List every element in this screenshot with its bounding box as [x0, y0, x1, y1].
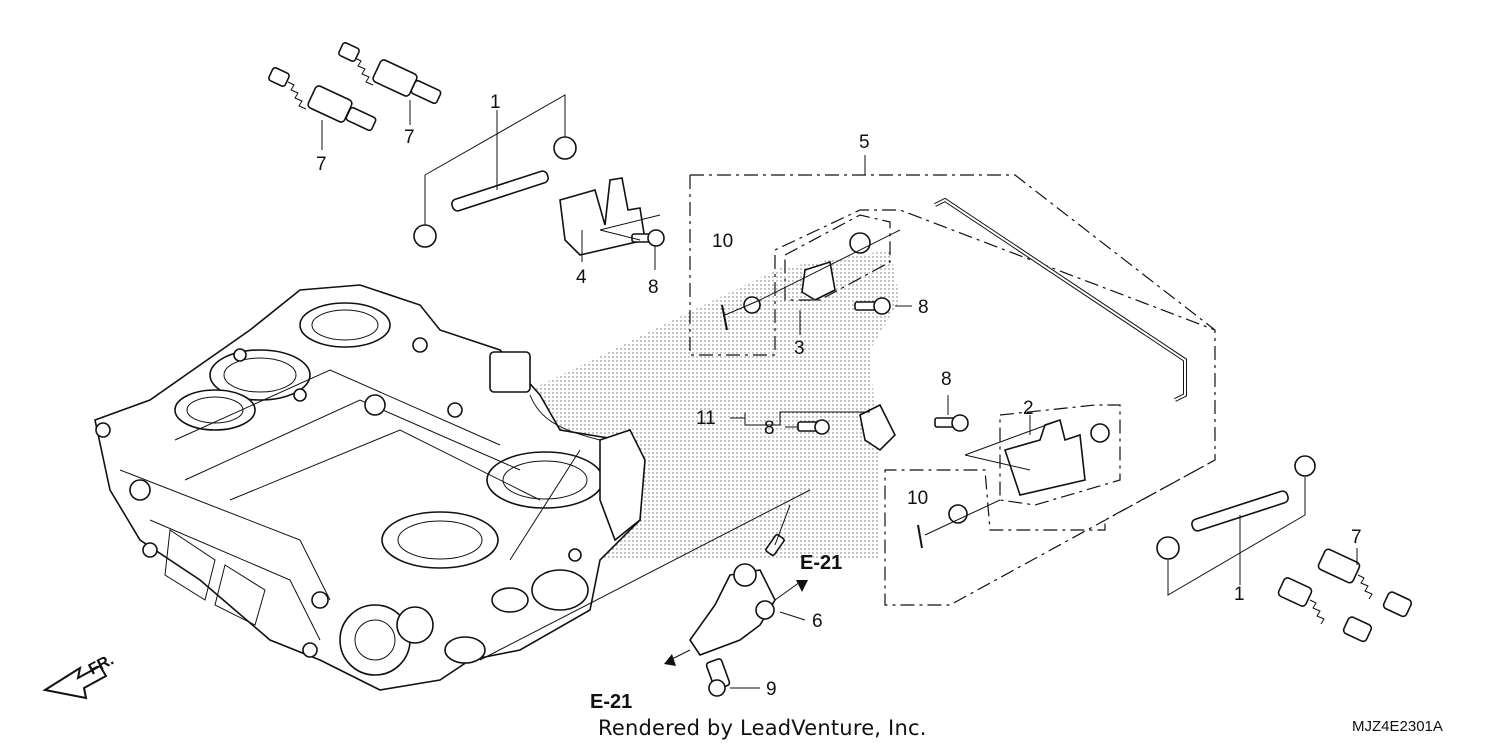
injector-6 — [689, 504, 791, 656]
front-arrow-icon — [42, 664, 108, 700]
clip-10-upper — [721, 304, 728, 331]
callout-2: 2 — [1023, 398, 1034, 419]
bolt-8-mid — [854, 297, 891, 315]
diagram-code: MJZ4E2301A — [1352, 718, 1443, 735]
callout-9: 9 — [766, 679, 777, 700]
lever-2 — [1003, 418, 1110, 496]
lever-11 — [859, 403, 896, 452]
callout-8-lever3: 8 — [918, 297, 929, 318]
bolt-8-left — [797, 419, 830, 435]
screw-7-lower-lower — [1277, 577, 1373, 643]
throttle-body — [94, 284, 646, 691]
clip-10-lower — [917, 524, 923, 549]
shaft-1-upper — [413, 136, 577, 248]
callout-10-upper: 10 — [712, 231, 733, 252]
screw-7-upper-left — [268, 67, 377, 132]
callout-7-upper-right: 7 — [404, 127, 415, 148]
callout-10-lower: 10 — [907, 488, 928, 509]
callout-1-lower: 1 — [1234, 584, 1245, 605]
ref-e21-bottom: E-21 — [590, 691, 632, 713]
callout-6: 6 — [812, 611, 823, 632]
link-rod — [934, 197, 1187, 402]
callout-8-lever2: 8 — [941, 369, 952, 390]
rendered-by-text: Rendered by LeadVenture, Inc. — [598, 716, 927, 740]
bolt-9 — [705, 658, 731, 697]
screw-7-upper-right — [338, 42, 442, 105]
callout-11: 11 — [696, 408, 716, 429]
callout-7-upper-left: 7 — [316, 154, 327, 175]
callout-3: 3 — [794, 338, 805, 359]
ref-e21-top: E-21 — [800, 552, 842, 574]
callout-4: 4 — [576, 267, 587, 288]
callout-8-bracket: 8 — [648, 277, 659, 298]
shaft-1-lower — [1156, 455, 1316, 560]
bolt-8-right — [934, 414, 969, 432]
callout-8-lever11: 8 — [764, 418, 775, 439]
callout-5: 5 — [859, 132, 870, 153]
kit-5-outline — [689, 174, 1216, 606]
callout-7-lower: 7 — [1351, 527, 1362, 548]
screw-7-lower-upper — [1317, 548, 1413, 618]
bracket-4 — [559, 177, 646, 256]
callout-1-upper: 1 — [490, 92, 501, 113]
